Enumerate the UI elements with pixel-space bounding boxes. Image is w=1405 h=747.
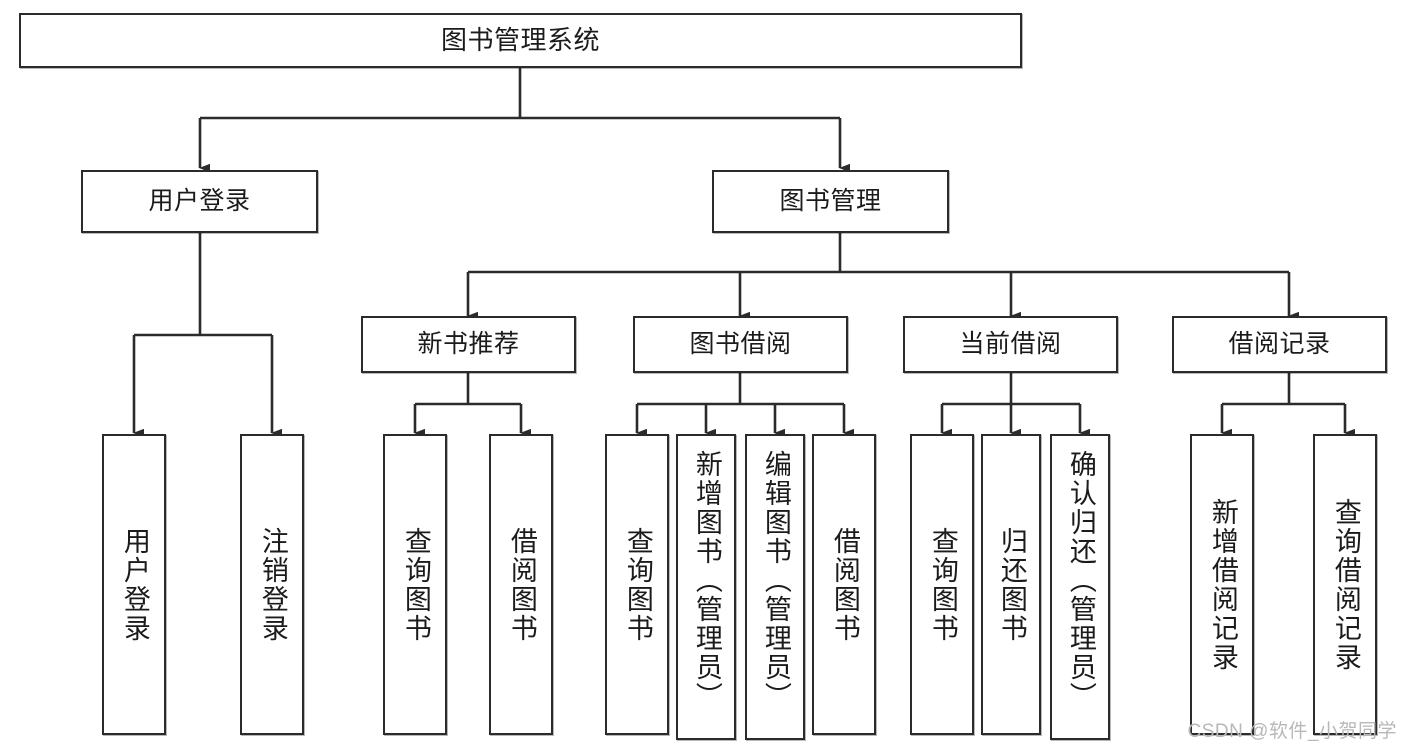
node-book-borrow[interactable]: 图书借阅 [633,316,848,373]
leaf-new-book-query-book[interactable]: 查询图书 [383,434,447,735]
node-label: 查询图书 [622,526,653,643]
leaf-borrow-borrow-book[interactable]: 借阅图书 [812,434,876,735]
node-label: 归还图书 [996,526,1027,643]
node-label: 借阅图书 [506,526,537,643]
node-current-borrow[interactable]: 当前借阅 [903,316,1118,373]
node-label: 图书借阅 [689,329,792,358]
leaf-logout[interactable]: 注销登录 [240,434,304,735]
node-label: 确认归还（管理员） [1065,450,1096,711]
watermark-text: CSDN @软件_小贺同学 [1187,721,1397,742]
node-borrow-records[interactable]: 借阅记录 [1172,316,1387,373]
leaf-borrow-edit-book-admin[interactable]: 编辑图书（管理员） [745,434,805,740]
node-new-book-recommendation[interactable]: 新书推荐 [361,316,576,373]
node-label: 用户登录 [119,526,150,643]
leaf-records-query-record[interactable]: 查询借阅记录 [1313,434,1377,735]
node-label: 新书推荐 [417,329,520,358]
leaf-current-return-book[interactable]: 归还图书 [981,434,1041,735]
node-label: 借阅记录 [1228,329,1331,358]
node-label: 注销登录 [257,526,288,643]
leaf-user-login[interactable]: 用户登录 [102,434,166,735]
leaf-new-book-borrow-book[interactable]: 借阅图书 [489,434,553,735]
leaf-borrow-add-book-admin[interactable]: 新增图书（管理员） [676,434,736,740]
node-label: 查询图书 [927,526,958,643]
leaf-current-query-book[interactable]: 查询图书 [910,434,974,735]
leaf-records-add-record[interactable]: 新增借阅记录 [1190,434,1254,735]
node-label: 新增借阅记录 [1207,497,1238,672]
leaf-borrow-query-book[interactable]: 查询图书 [605,434,669,735]
node-user-login[interactable]: 用户登录 [81,170,318,233]
node-label: 图书管理系统 [440,25,600,56]
node-label: 借阅图书 [829,526,860,643]
node-label: 编辑图书（管理员） [760,450,791,711]
node-label: 图书管理 [779,186,882,215]
node-label: 查询借阅记录 [1330,497,1361,672]
node-root-book-management-system[interactable]: 图书管理系统 [19,13,1022,68]
node-label: 用户登录 [148,186,251,215]
node-book-management[interactable]: 图书管理 [712,170,949,233]
node-label: 查询图书 [400,526,431,643]
leaf-current-confirm-return-admin[interactable]: 确认归还（管理员） [1050,434,1110,740]
node-label: 新增图书（管理员） [691,450,722,711]
node-label: 当前借阅 [959,329,1062,358]
